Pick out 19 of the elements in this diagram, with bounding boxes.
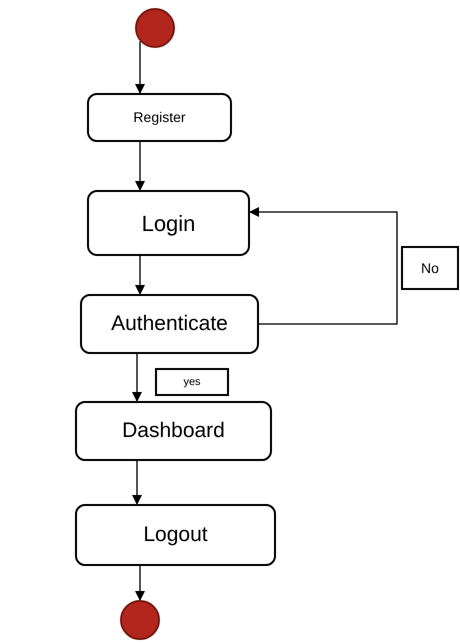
activity-label: Authenticate <box>111 311 228 338</box>
activity-box <box>80 294 259 354</box>
edge-label: yes <box>155 368 229 396</box>
edge-label: No <box>401 246 459 290</box>
arrow <box>132 354 142 402</box>
arrow <box>249 207 398 325</box>
arrow <box>135 566 145 601</box>
arrow <box>135 41 145 94</box>
arrow <box>135 142 145 191</box>
activity-label: Dashboard <box>122 418 225 444</box>
activity-label: Register <box>133 108 186 127</box>
arrow <box>135 256 145 295</box>
activity-box <box>87 190 250 256</box>
activity-box <box>87 93 232 142</box>
activity-label: Login <box>142 210 196 238</box>
arrow <box>132 461 142 505</box>
activity-box <box>75 504 276 566</box>
activity-box <box>75 401 272 461</box>
activity-label: Logout <box>143 522 208 548</box>
